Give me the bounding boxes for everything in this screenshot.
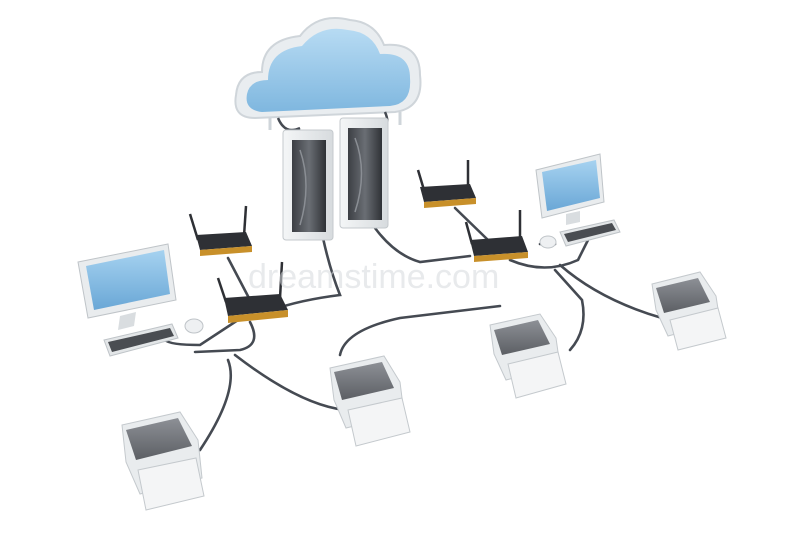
router-icon [416,160,476,208]
printer-icon [121,411,205,511]
cable [270,236,342,312]
monitor-icon [77,243,177,330]
watermark: dreamstime.com [248,258,499,296]
mouse-icon [184,318,204,334]
cable [338,304,502,357]
printer-icon [651,271,727,351]
cable [508,238,590,269]
printer-icon [329,355,411,447]
cable [226,256,252,302]
cable [198,358,232,452]
cloud-icon [234,17,422,132]
cable [553,268,585,352]
server-icon [282,129,334,241]
server-icon [339,117,389,229]
cable [193,320,256,354]
mouse-icon [539,235,557,249]
cable [558,263,664,320]
router-icon [216,261,288,323]
printer-icon [489,313,567,399]
router-icon [188,205,252,256]
router-icon [464,210,528,262]
cable [373,226,472,264]
cable [453,206,490,242]
cable [233,353,347,412]
keyboard-icon [559,219,621,247]
keyboard-icon [103,323,179,357]
monitor-icon [535,153,605,225]
